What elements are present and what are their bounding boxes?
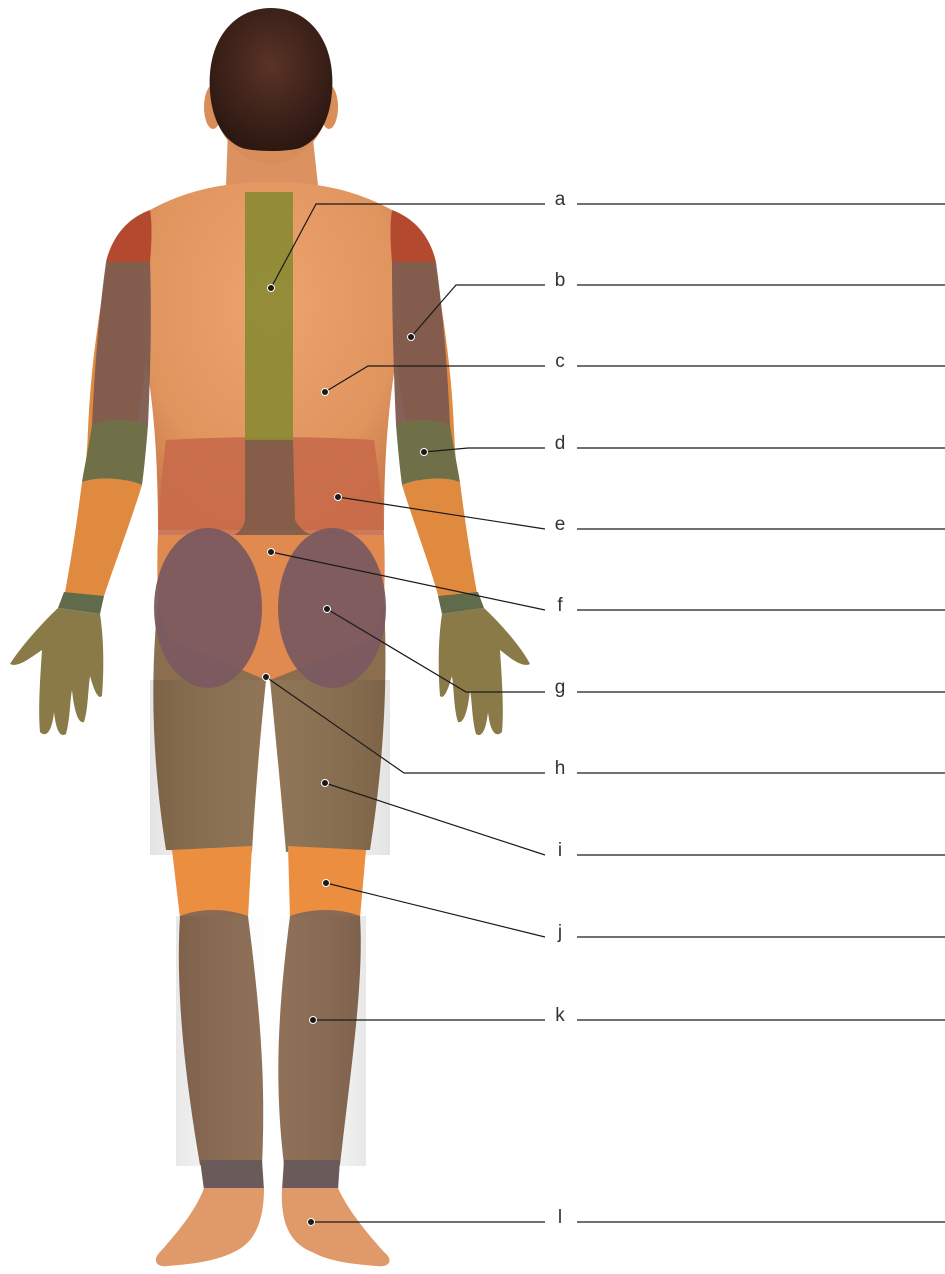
label-letter-j: j bbox=[557, 922, 562, 943]
label-letter-a: a bbox=[555, 189, 566, 210]
right-shoulder-region bbox=[391, 210, 437, 262]
label-letter-g: g bbox=[555, 677, 566, 698]
label-letter-d: d bbox=[555, 433, 566, 454]
vertebral-region bbox=[245, 192, 293, 442]
label-letter-b: b bbox=[555, 270, 566, 291]
pointer-dot-i bbox=[322, 780, 329, 787]
right-hand bbox=[439, 608, 530, 735]
pointer-dot-f bbox=[268, 549, 275, 556]
left-hand bbox=[10, 608, 103, 735]
left-ankle-band bbox=[200, 1160, 264, 1190]
left-gluteal-region bbox=[154, 528, 262, 688]
pointer-dot-a bbox=[268, 285, 275, 292]
right-ankle-band bbox=[282, 1160, 340, 1190]
human-body-posterior bbox=[10, 8, 530, 1266]
right-forearm bbox=[402, 478, 478, 602]
right-foot bbox=[282, 1188, 390, 1266]
label-letter-i: i bbox=[558, 840, 562, 861]
hair bbox=[210, 8, 333, 151]
pointer-dot-g bbox=[324, 606, 331, 613]
pointer-dot-c bbox=[322, 389, 329, 396]
pointer-dot-l bbox=[308, 1219, 315, 1226]
left-popliteal-region bbox=[172, 846, 252, 918]
right-brachial-region bbox=[392, 262, 450, 425]
right-gluteal-region bbox=[278, 528, 386, 688]
thigh-shading bbox=[150, 680, 390, 855]
pointer-dot-e bbox=[335, 494, 342, 501]
pointer-dot-k bbox=[310, 1017, 317, 1024]
leg-shading bbox=[176, 916, 366, 1166]
pointer-dot-h bbox=[263, 674, 270, 681]
pointer-dot-d bbox=[421, 449, 428, 456]
right-olecranal-region bbox=[396, 420, 460, 485]
label-letter-c: c bbox=[555, 351, 565, 372]
left-foot bbox=[156, 1188, 264, 1266]
left-brachial-region bbox=[92, 262, 151, 425]
label-letter-e: e bbox=[555, 514, 566, 535]
answer-blanks bbox=[577, 204, 945, 1222]
left-forearm bbox=[64, 478, 142, 602]
pointer-dot-j bbox=[323, 880, 330, 887]
left-shoulder-region bbox=[106, 210, 152, 262]
label-letter-k: k bbox=[555, 1005, 565, 1026]
label-letters: a b c d e f g h i j k l bbox=[555, 189, 566, 1228]
label-letter-f: f bbox=[557, 595, 563, 616]
label-letter-l: l bbox=[558, 1207, 562, 1228]
pointer-dot-b bbox=[408, 334, 415, 341]
label-letter-h: h bbox=[555, 758, 566, 779]
left-olecranal-region bbox=[82, 420, 148, 485]
